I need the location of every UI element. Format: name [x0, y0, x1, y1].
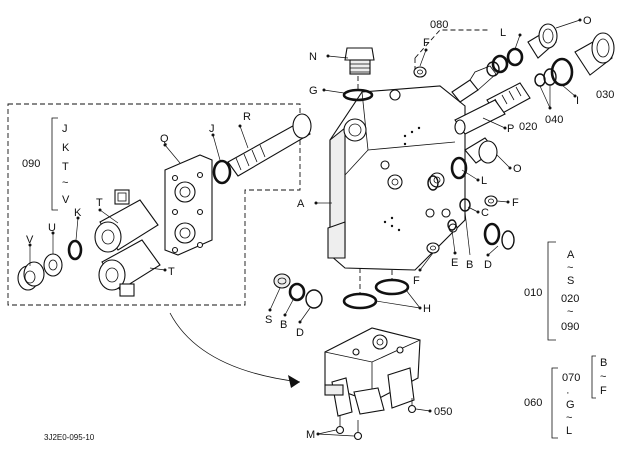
- label-010: 010: [524, 287, 542, 299]
- stack-010-5: 090: [561, 321, 579, 333]
- ring-k: [67, 239, 83, 261]
- stack-010-0: A: [567, 249, 575, 261]
- leader-lines: [28, 18, 582, 437]
- washer-f-top: [413, 66, 427, 78]
- label-020: 020: [519, 121, 537, 133]
- label-n: N: [309, 51, 317, 63]
- stack-010-3: 020: [561, 293, 579, 305]
- group-010: 010 A ~ S 020 ~ 090: [524, 249, 579, 333]
- stack-090-1: K: [62, 142, 70, 154]
- stack-070-0: B: [600, 357, 607, 369]
- stack-090-3: ~: [62, 177, 68, 189]
- stack-070-1: ~: [600, 371, 606, 383]
- stack-090-2: T: [62, 161, 69, 173]
- label-a: A: [297, 198, 305, 210]
- label-u: U: [48, 222, 56, 234]
- group-060: 060 · G ~ L: [524, 387, 575, 437]
- label-g: G: [309, 85, 318, 97]
- solenoid-tube-r: [212, 113, 312, 185]
- spool-p: [454, 99, 506, 135]
- label-h: H: [423, 303, 431, 315]
- label-r: R: [243, 111, 251, 123]
- lower-manifold: [324, 327, 421, 417]
- label-b-right: B: [466, 259, 473, 271]
- label-o-mid: O: [513, 163, 522, 175]
- figure-code: 3J2E0-095-10: [44, 433, 95, 442]
- label-d-low: D: [296, 327, 304, 339]
- bracket-080: [414, 29, 490, 70]
- stack-060-1: ·: [566, 387, 570, 399]
- label-d-right: D: [484, 259, 492, 271]
- stack-090-0: J: [62, 123, 68, 135]
- group-090: 090 J K T ~ V: [22, 123, 70, 206]
- label-030: 030: [596, 89, 614, 101]
- body-holes: [383, 126, 421, 232]
- stack-060-3: ~: [566, 412, 572, 424]
- label-050: 050: [434, 406, 452, 418]
- assembly-arrow: [169, 312, 301, 388]
- label-m: M: [306, 429, 315, 441]
- solenoid-subassembly-box: [7, 103, 301, 306]
- label-f-low: F: [413, 275, 420, 287]
- label-060: 060: [524, 397, 542, 409]
- label-v: V: [26, 234, 34, 246]
- stack-010-1: ~: [567, 262, 573, 274]
- stack-090-4: V: [62, 194, 70, 206]
- valve-body: [327, 85, 466, 271]
- o-ring-g: [342, 88, 374, 102]
- label-l-top: L: [500, 27, 506, 39]
- stack-070-2: F: [600, 385, 607, 397]
- label-k: K: [74, 207, 82, 219]
- label-f-mid: F: [512, 197, 519, 209]
- label-o-top: O: [583, 15, 592, 27]
- lower-left-seals: [273, 273, 323, 309]
- label-j: J: [209, 123, 215, 135]
- plug-o-mid: [427, 137, 498, 191]
- label-l-mid: L: [481, 175, 487, 187]
- label-c: C: [481, 207, 489, 219]
- stack-060-4: L: [566, 425, 572, 437]
- label-i: I: [576, 95, 579, 107]
- label-040: 040: [545, 114, 563, 126]
- valve-080-parts: [451, 23, 558, 103]
- label-s: S: [265, 314, 272, 326]
- label-t-bot: T: [168, 266, 175, 278]
- o-rings-h: [342, 268, 410, 310]
- label-b-low: B: [280, 319, 287, 331]
- label-080: 080: [430, 19, 448, 31]
- stack-010-2: S: [567, 275, 574, 287]
- plug-030-group: [534, 32, 615, 87]
- label-090: 090: [22, 158, 40, 170]
- label-070: 070: [562, 372, 580, 384]
- part-labels: N F G 080 L O 030 I 040 020 P O L F A C …: [26, 15, 614, 441]
- plate-q: [164, 154, 213, 256]
- label-t-top: T: [96, 197, 103, 209]
- solenoid-coil-bottom: [98, 239, 161, 297]
- nut-u: [43, 253, 63, 277]
- plug-n: [344, 47, 375, 75]
- group-070: 070 B ~ F: [562, 357, 607, 397]
- label-p: P: [507, 123, 514, 135]
- solenoid-coil-top: [94, 189, 159, 253]
- braces: [51, 117, 596, 439]
- label-e: E: [451, 257, 458, 269]
- nut-v: [17, 261, 45, 291]
- stack-010-4: ~: [567, 306, 573, 318]
- bolts: [335, 398, 417, 441]
- label-f-top: F: [423, 37, 430, 49]
- label-q: Q: [160, 133, 169, 145]
- stack-060-2: G: [566, 399, 575, 411]
